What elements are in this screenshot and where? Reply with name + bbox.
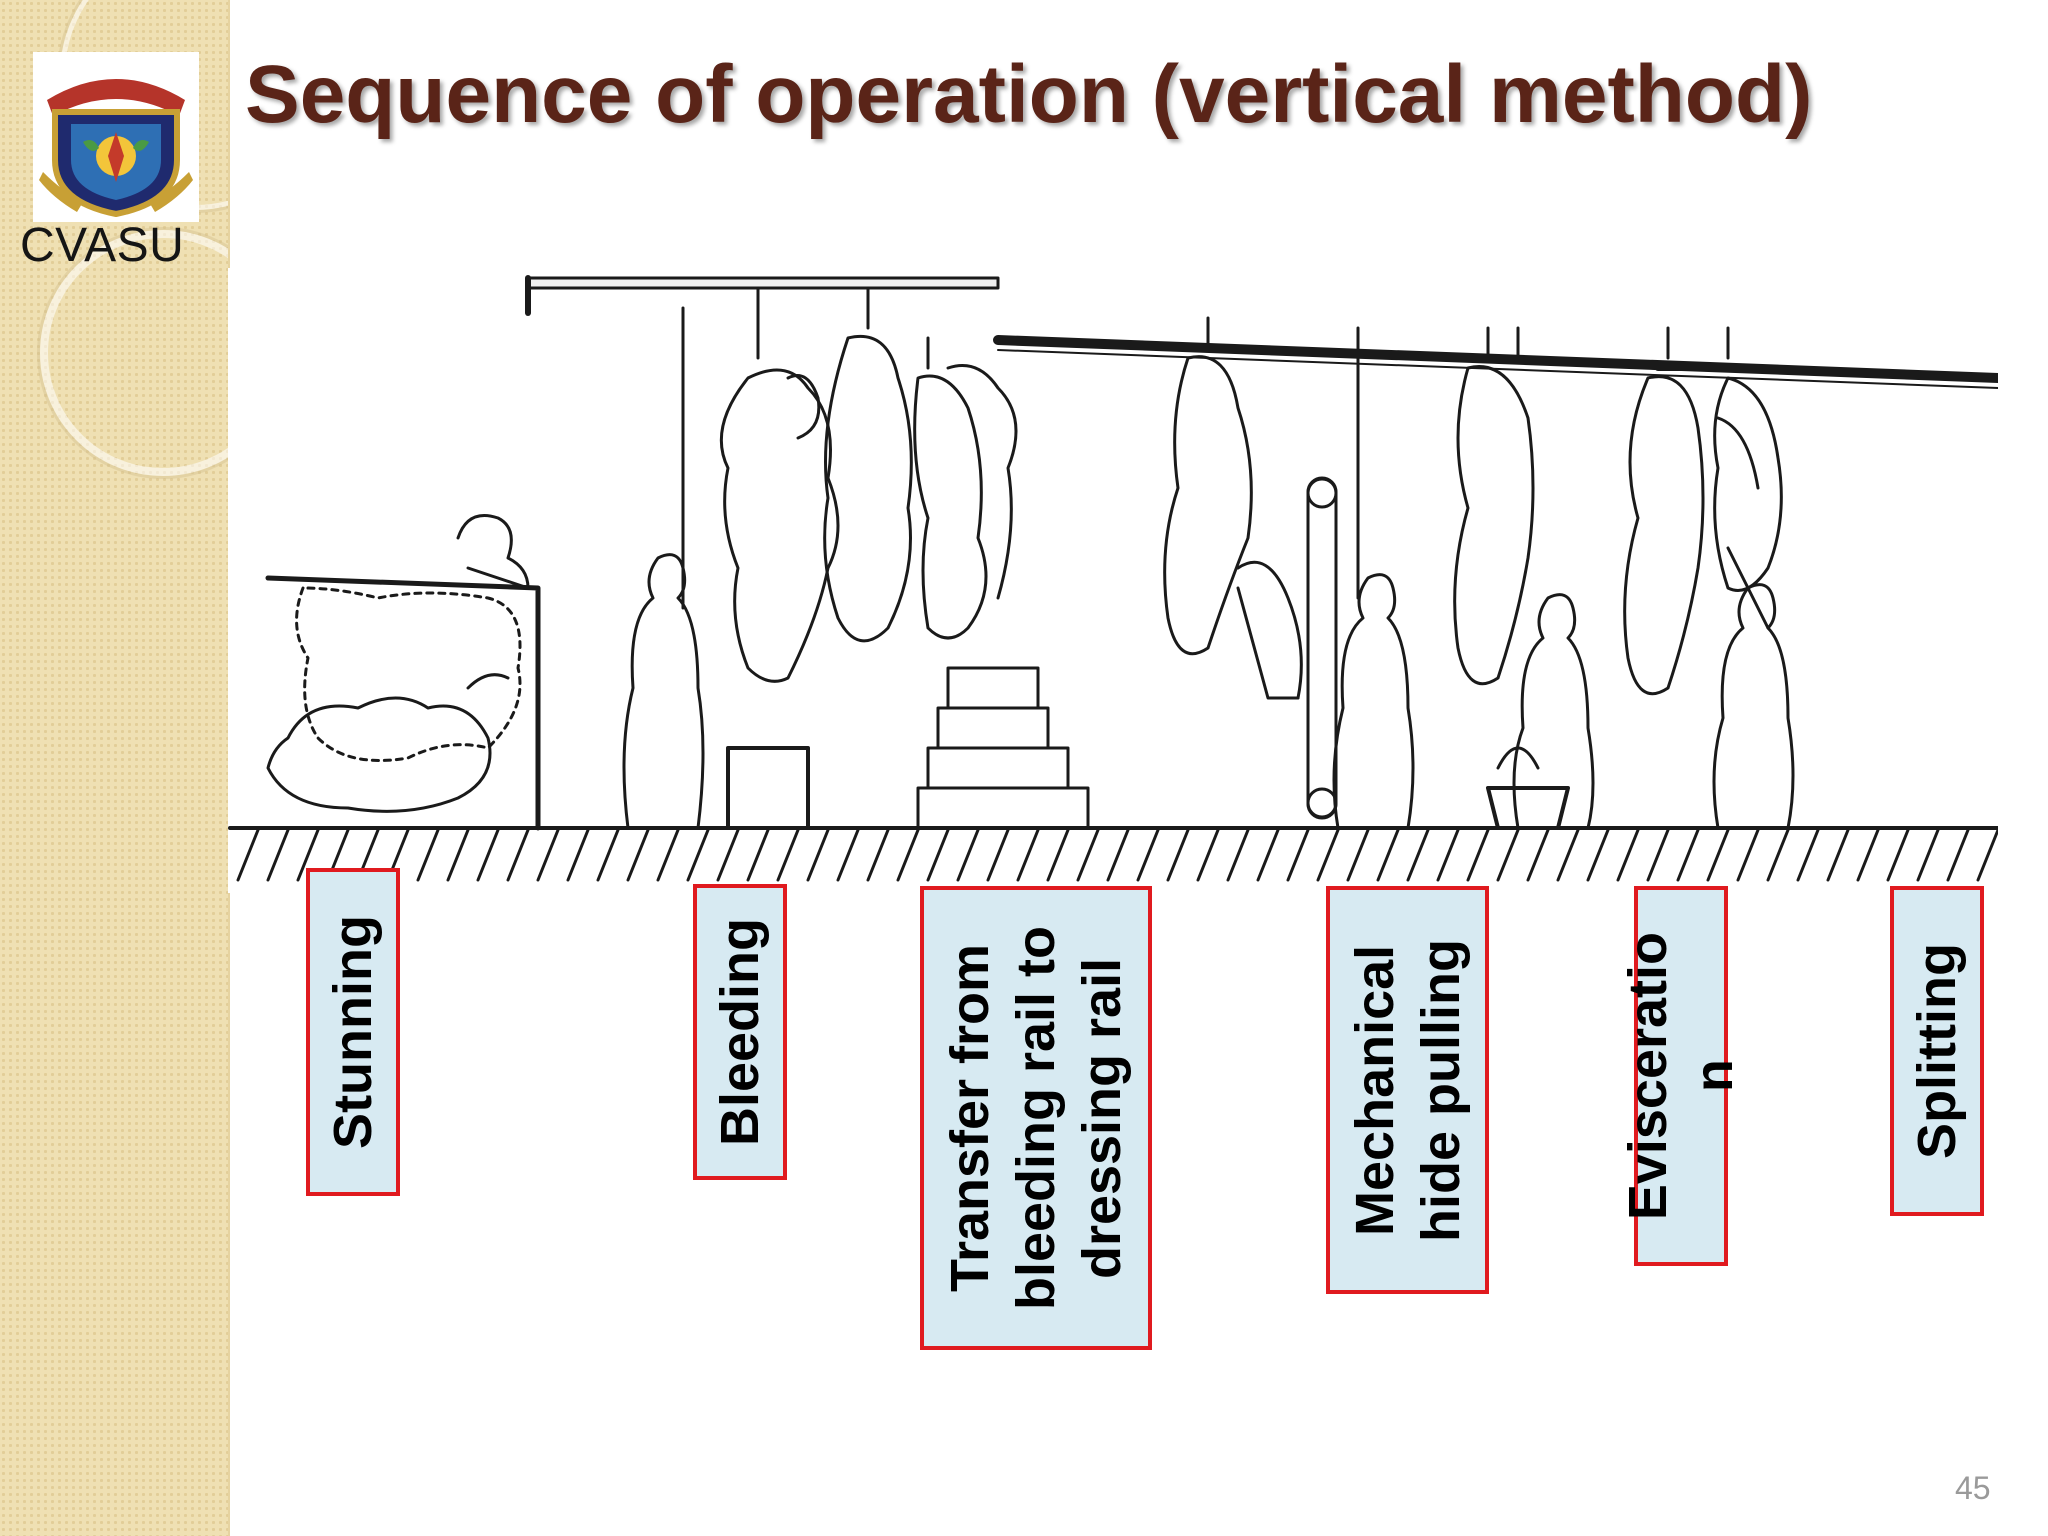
slaughter-line-illustration	[228, 268, 1998, 893]
step-text: Stunning	[323, 915, 383, 1149]
step-text: Bleeding	[710, 917, 770, 1147]
step-label-hide-pulling: Mechanical hide pulling	[1326, 886, 1489, 1294]
step-label-bleeding: Bleeding	[693, 884, 787, 1180]
step-label-splitting: Splitting	[1890, 886, 1984, 1216]
step-label-evisceration: Evisceratio n	[1618, 886, 1744, 1266]
brand-abbreviation: CVASU	[20, 219, 185, 272]
university-crest-logo	[33, 52, 199, 222]
slide-title: Sequence of operation (vertical method)	[245, 49, 1813, 140]
page-number: 45	[1955, 1470, 1991, 1506]
decorative-sidebar	[0, 0, 230, 1536]
step-label-transfer: Transfer from bleeding rail to dressing …	[920, 886, 1152, 1350]
step-text: Mechanical hide pulling	[1344, 938, 1471, 1242]
step-text: Evisceratio n	[1618, 931, 1744, 1221]
step-label-stunning: Stunning	[306, 868, 400, 1196]
decorative-ring	[40, 230, 228, 476]
step-text: Splitting	[1907, 943, 1967, 1159]
step-text: Transfer from bleeding rail to dressing …	[940, 925, 1132, 1311]
